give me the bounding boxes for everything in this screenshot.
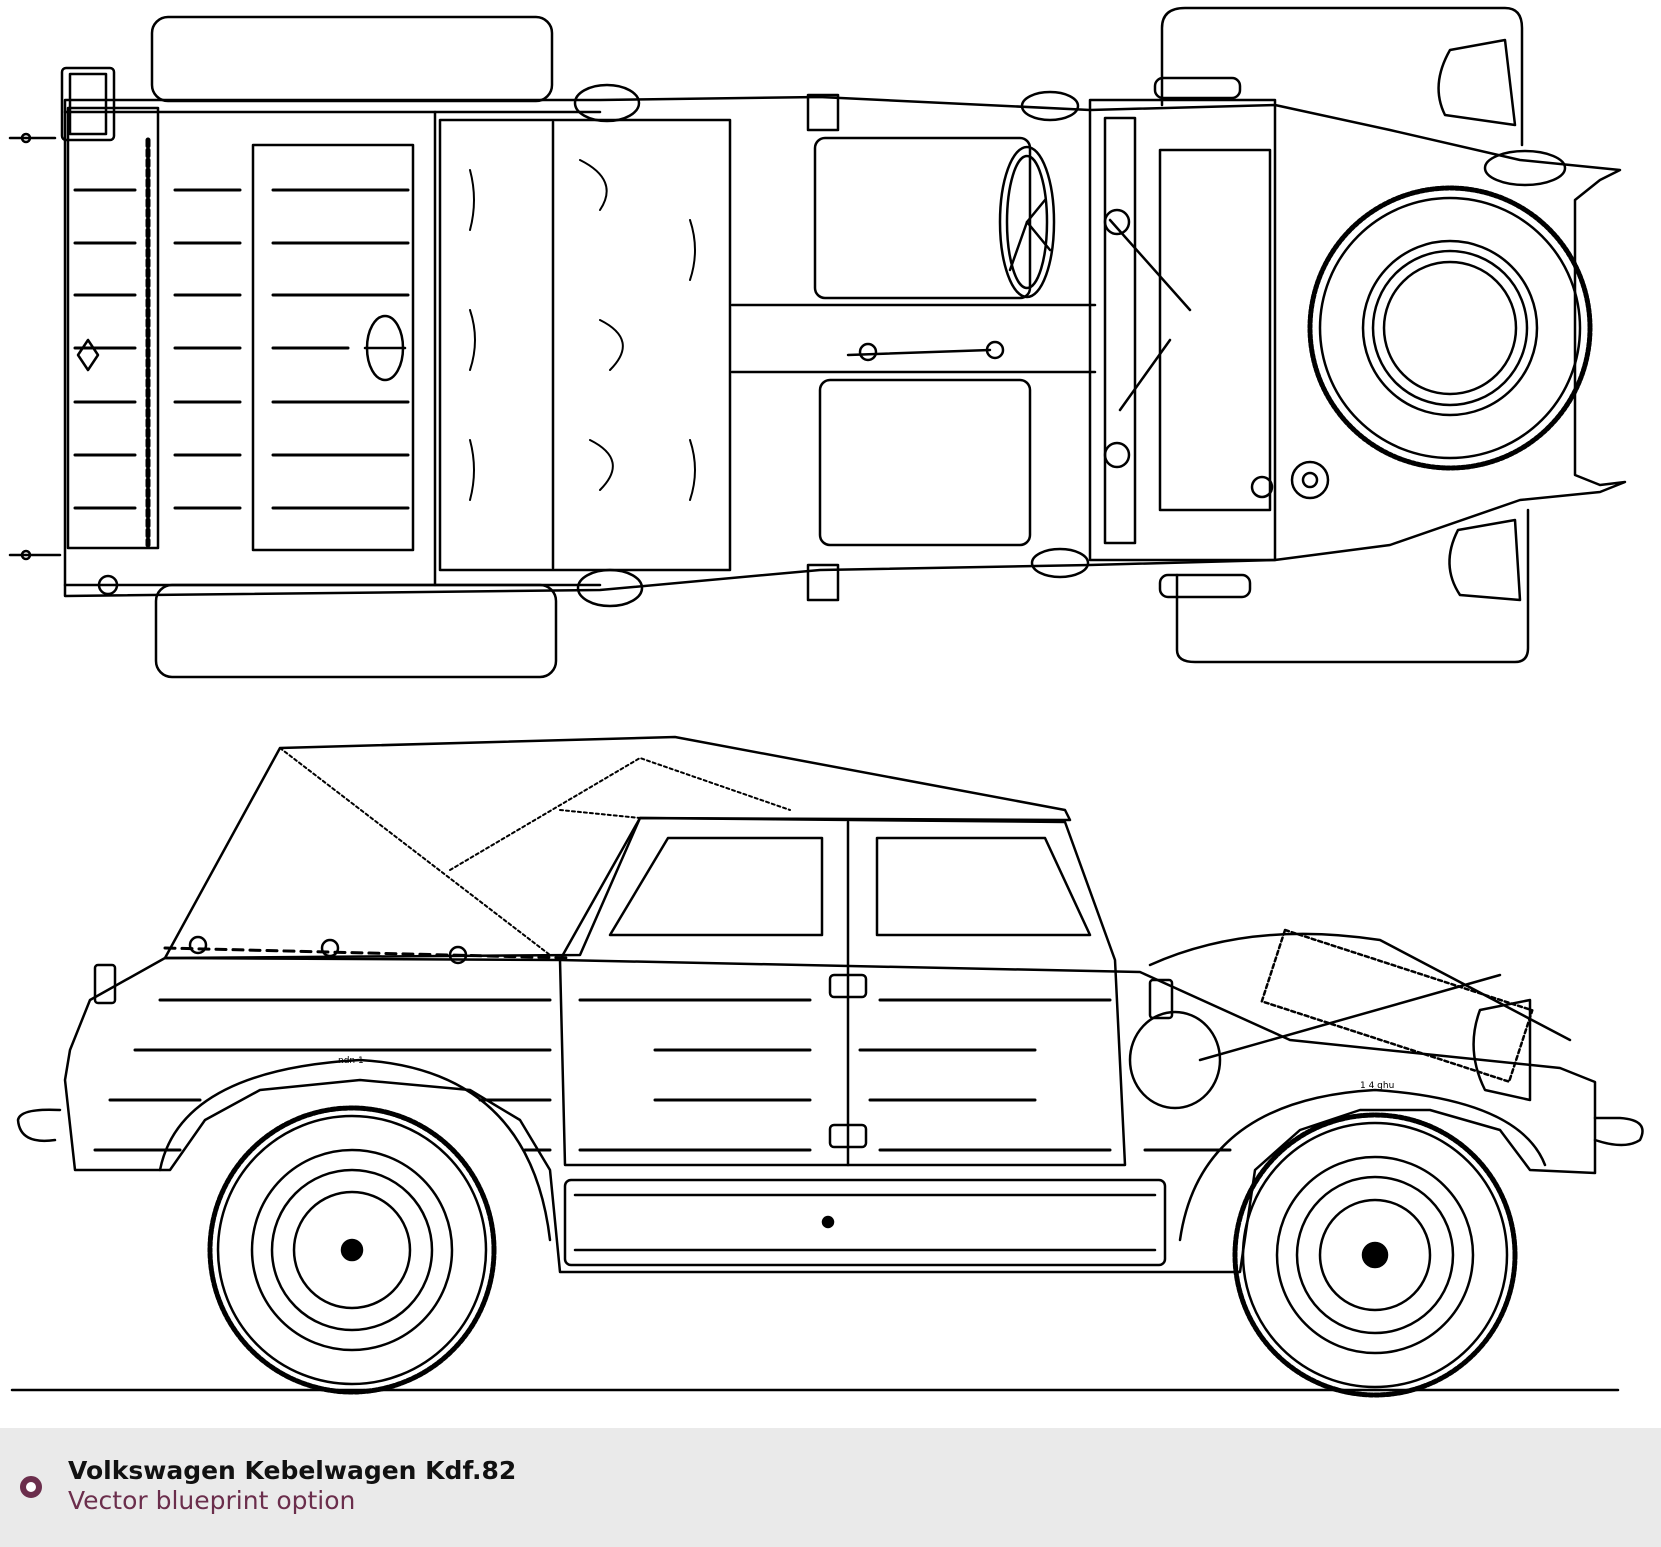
soft-top	[163, 735, 1072, 960]
rear-fender	[158, 1058, 552, 1242]
side-body	[63, 956, 1597, 1274]
top-headlight-lower	[1448, 518, 1522, 602]
top-view	[8, 6, 1627, 679]
side-headlight	[1128, 1010, 1222, 1110]
blueprint-drawing: ndn 1 1 4 ghu	[8, 6, 1644, 1398]
top-seat-upper	[813, 136, 1032, 300]
front-window	[875, 836, 1092, 937]
steering-wheel-icon	[998, 145, 1056, 299]
side-sill	[563, 1178, 1167, 1267]
rear-fender-label: ndn 1	[338, 1056, 364, 1066]
top-front-wheel-upper	[1160, 6, 1524, 147]
door-frame	[558, 816, 1127, 1167]
top-headlight-upper	[1437, 38, 1517, 127]
top-body-outline	[63, 95, 1627, 598]
front-fender-label: 1 4 ghu	[1360, 1081, 1394, 1091]
side-view: ndn 1 1 4 ghu	[10, 735, 1644, 1398]
rear-wheel-icon	[207, 1105, 497, 1395]
top-rear-wheel-lower	[154, 583, 558, 679]
circle-ring-icon	[20, 1476, 42, 1498]
caption-bar: Volkswagen Kebelwagen Kdf.82 Vector blue…	[0, 1428, 1661, 1547]
top-rear-wheel-upper	[150, 15, 554, 103]
top-engine-lid	[66, 106, 160, 550]
top-folded-hood	[438, 118, 732, 572]
top-rear-deck	[251, 143, 415, 552]
rear-window	[608, 836, 824, 937]
top-windscreen-frame	[1088, 98, 1277, 562]
caption-title: Volkswagen Kebelwagen Kdf.82	[68, 1456, 517, 1485]
spare-wheel-icon	[1307, 185, 1593, 471]
front-wheel-icon	[1232, 1112, 1518, 1398]
top-front-wheel-lower	[1175, 508, 1530, 664]
top-seat-lower	[818, 378, 1032, 547]
front-fender	[1178, 1088, 1547, 1242]
caption-subtitle: Vector blueprint option	[68, 1486, 356, 1515]
